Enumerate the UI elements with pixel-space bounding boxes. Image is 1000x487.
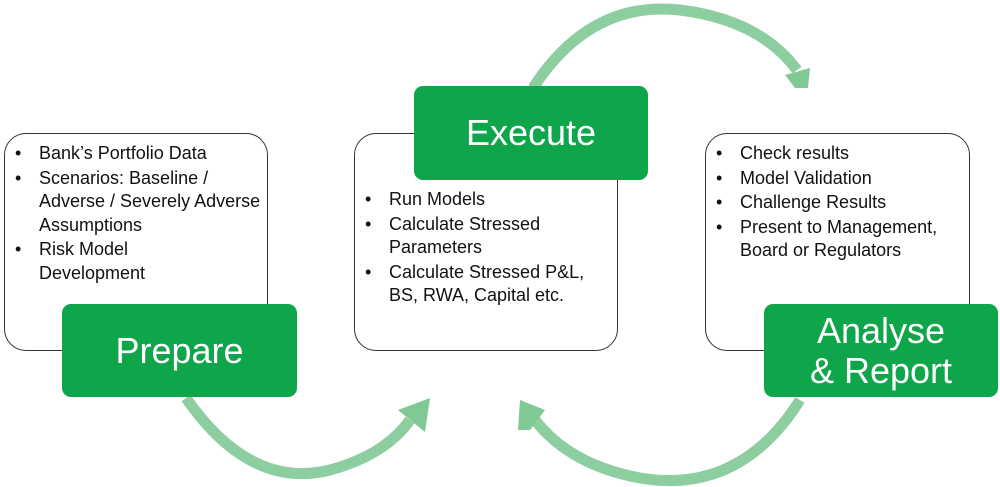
stage-analyse-report: Analyse & Report	[764, 304, 998, 397]
list-item: •Check results	[716, 143, 850, 163]
arrowhead-icon	[518, 400, 545, 430]
list-item: •Model Validation	[716, 167, 872, 188]
stage-prepare: Prepare	[62, 304, 297, 397]
list-item: •Risk Model Development	[15, 239, 146, 283]
arrow-analyse-to-execute	[530, 397, 805, 487]
list-item: •Run Models	[365, 189, 486, 209]
arrow-execute-to-analyse	[528, 3, 802, 91]
arrow-prepare-to-execute	[181, 394, 415, 479]
list-item: •Bank’s Portfolio Data	[15, 143, 207, 163]
arrowhead-icon	[398, 398, 430, 432]
list-item: •Scenarios: Baseline / Adverse / Severel…	[15, 167, 261, 235]
list-item: •Calculate Stressed P&L, BS, RWA, Capita…	[365, 261, 585, 306]
stage-execute: Execute	[414, 86, 648, 180]
arrowhead-icon	[785, 68, 810, 88]
list-item: •Challenge Results	[716, 192, 887, 212]
list-item: •Calculate Stressed Parameters	[365, 213, 541, 258]
list-item: •Present to Management, Board or Regulat…	[716, 216, 938, 261]
